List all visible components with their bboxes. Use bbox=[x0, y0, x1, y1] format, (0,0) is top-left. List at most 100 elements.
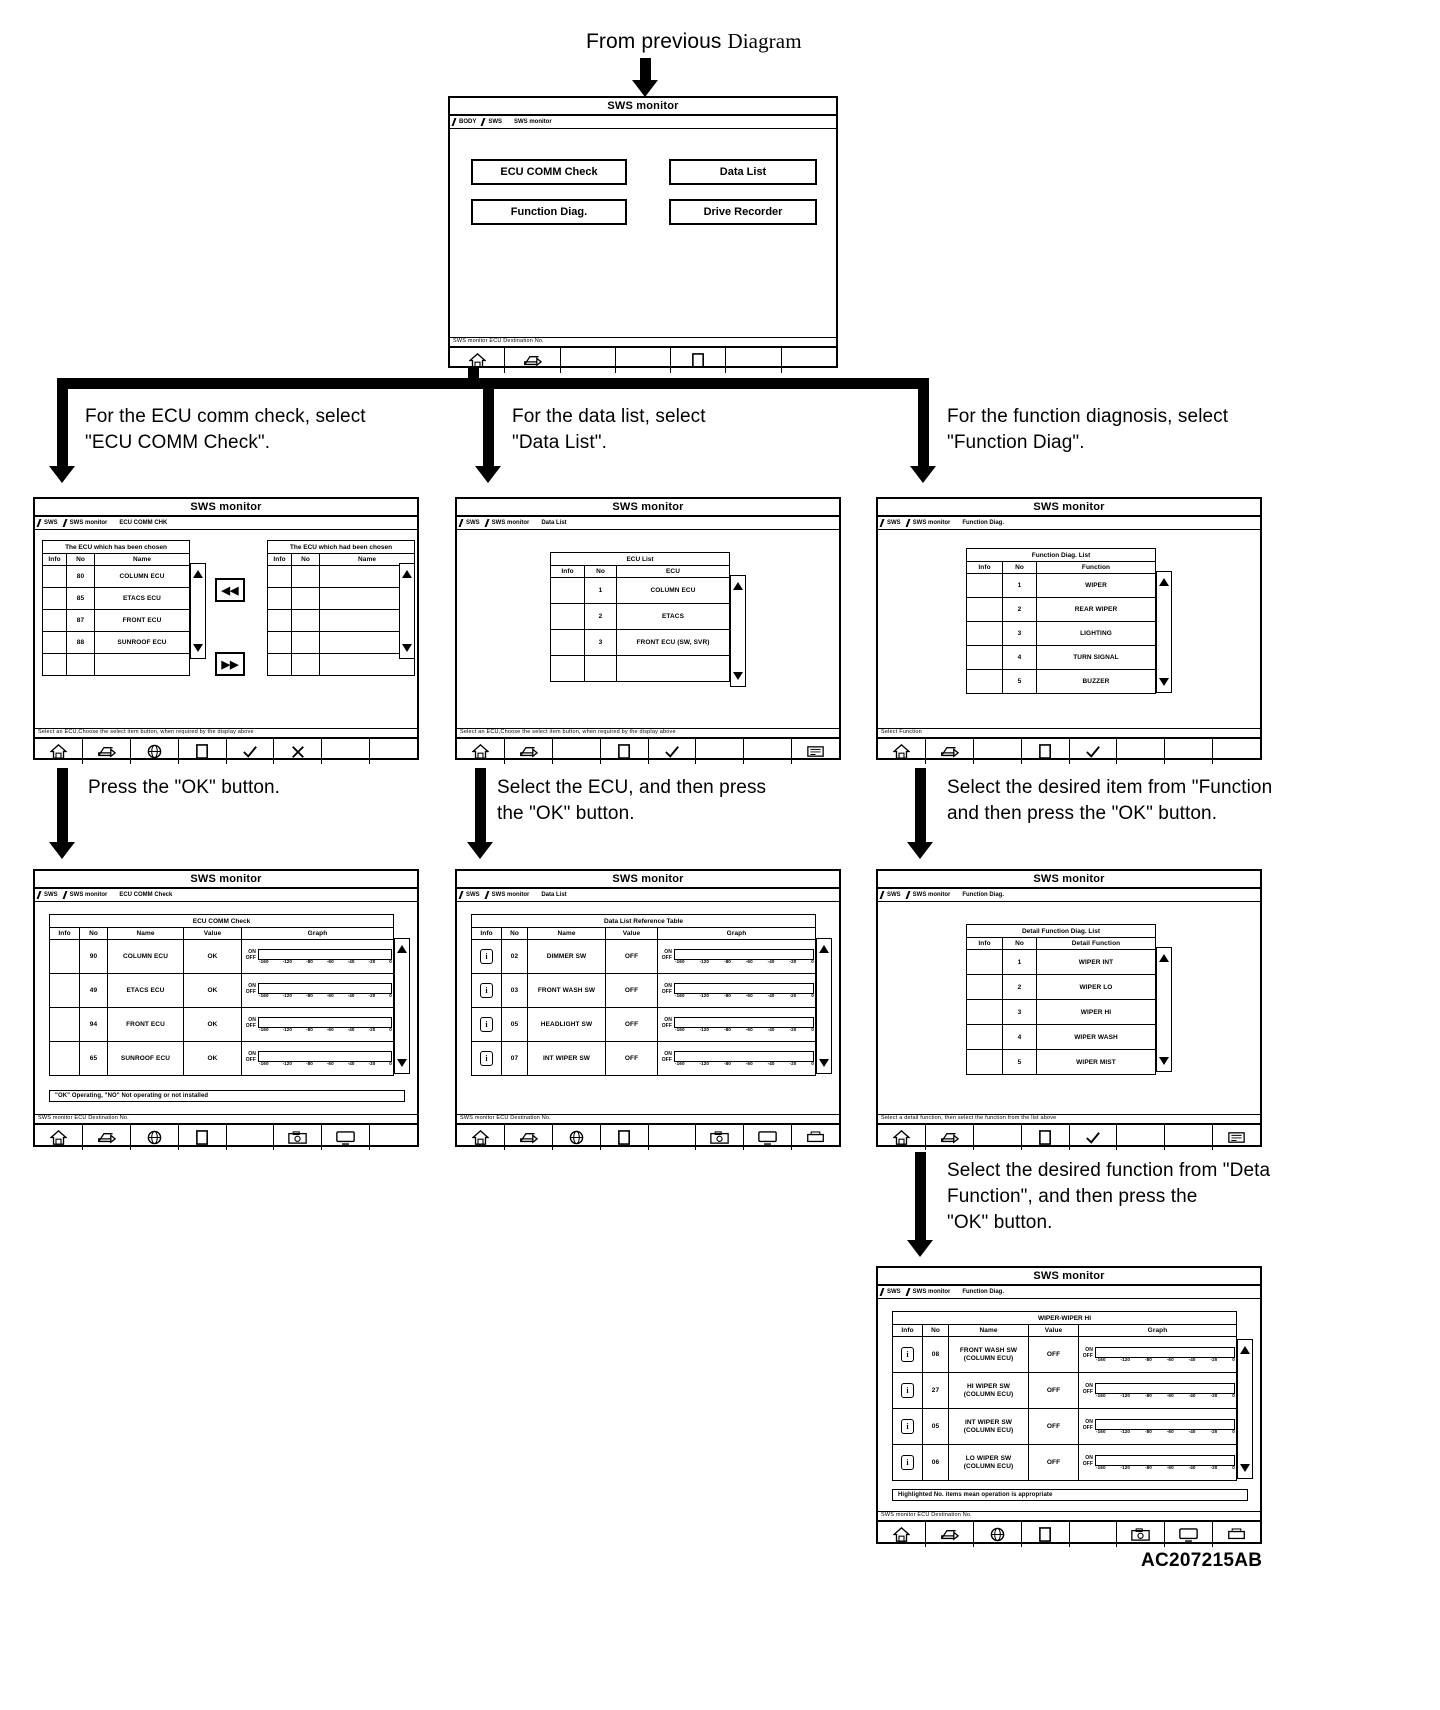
toolbar-back-button[interactable] bbox=[83, 1125, 131, 1150]
info-icon[interactable]: i bbox=[901, 1419, 914, 1434]
toolbar-slot-3[interactable] bbox=[553, 739, 601, 764]
table-row[interactable]: i 06 LO WIPER SW (COLUMN ECU) OFF ON OFF bbox=[892, 1444, 1237, 1481]
toolbar-ok-button[interactable] bbox=[1070, 739, 1118, 764]
scroll-down-icon[interactable] bbox=[402, 644, 412, 652]
toolbar-camera-button[interactable] bbox=[1117, 1522, 1166, 1547]
toolbar-home-button[interactable] bbox=[35, 739, 83, 764]
scroll-up-icon[interactable] bbox=[1240, 1346, 1250, 1354]
breadcrumb-item-2[interactable]: Function Diag. bbox=[962, 1289, 1005, 1295]
info-icon[interactable]: i bbox=[901, 1383, 914, 1398]
table-row[interactable]: 2 WIPER LO bbox=[966, 974, 1156, 1000]
toolbar-back-button[interactable] bbox=[926, 739, 974, 764]
toolbar-globe-button[interactable] bbox=[553, 1125, 601, 1150]
toolbar-home-button[interactable] bbox=[878, 1125, 926, 1150]
table-row[interactable]: 1 WIPER INT bbox=[966, 949, 1156, 975]
scroll-down-icon[interactable] bbox=[193, 644, 203, 652]
table-row[interactable]: 5 WIPER MIST bbox=[966, 1049, 1156, 1075]
toolbar-page-button[interactable] bbox=[601, 1125, 649, 1150]
toolbar-slot-4[interactable] bbox=[616, 348, 672, 373]
table-row[interactable] bbox=[42, 653, 190, 676]
toolbar-slot-5[interactable] bbox=[1070, 1522, 1118, 1547]
breadcrumb-item-0[interactable]: SWS bbox=[461, 892, 487, 898]
breadcrumb-item-1[interactable]: SWS monitor bbox=[65, 892, 115, 898]
table-row[interactable]: 94 FRONT ECU OK ON OFF -160 -120 bbox=[49, 1007, 394, 1042]
breadcrumb-item-2[interactable]: SWS monitor bbox=[514, 119, 552, 125]
info-icon[interactable]: i bbox=[901, 1347, 914, 1362]
toolbar-cancel-button[interactable] bbox=[274, 739, 323, 764]
toolbar-camera-button[interactable] bbox=[274, 1125, 323, 1150]
toolbar-page-button[interactable] bbox=[1022, 739, 1070, 764]
breadcrumb-item-2[interactable]: Data List bbox=[541, 892, 567, 898]
toolbar-slot-7[interactable] bbox=[1165, 1125, 1214, 1150]
scroll-up-icon[interactable] bbox=[193, 570, 203, 578]
toolbar-back-button[interactable] bbox=[83, 739, 131, 764]
toolbar-print-button[interactable] bbox=[792, 1125, 839, 1150]
toolbar-monitor-button[interactable] bbox=[322, 1125, 371, 1150]
table-row[interactable]: 3 WIPER HI bbox=[966, 999, 1156, 1025]
table-row[interactable]: 3 LIGHTING bbox=[966, 621, 1156, 646]
table-row[interactable]: 4 WIPER WASH bbox=[966, 1024, 1156, 1050]
breadcrumb-item-2[interactable]: ECU COMM Check bbox=[119, 892, 173, 898]
cell-info[interactable]: i bbox=[471, 1041, 502, 1076]
breadcrumb-item-1[interactable]: SWS monitor bbox=[908, 520, 958, 526]
toolbar-home-button[interactable] bbox=[878, 1522, 926, 1547]
button-transfer-right[interactable]: ▶▶ bbox=[215, 652, 245, 676]
scroll-up-icon[interactable] bbox=[733, 582, 743, 590]
table-row[interactable]: 1 WIPER bbox=[966, 573, 1156, 598]
breadcrumb-item-0[interactable]: SWS bbox=[39, 892, 65, 898]
breadcrumb-item-2[interactable]: ECU COMM CHK bbox=[119, 520, 168, 526]
table-row[interactable]: i 27 HI WIPER SW (COLUMN ECU) OFF ON OFF bbox=[892, 1372, 1237, 1409]
cell-info[interactable]: i bbox=[471, 1007, 502, 1042]
table-row[interactable]: 87 FRONT ECU bbox=[42, 609, 190, 632]
table-row[interactable] bbox=[267, 631, 415, 654]
table-row[interactable]: i 05 HEADLIGHT SW OFF ON OFF bbox=[471, 1007, 816, 1042]
breadcrumb-item-0[interactable]: SWS bbox=[461, 520, 487, 526]
toolbar-globe-button[interactable] bbox=[131, 739, 179, 764]
toolbar-slot-7[interactable] bbox=[782, 348, 836, 373]
toolbar-record-button[interactable] bbox=[792, 739, 839, 764]
table-row[interactable]: i 02 DIMMER SW OFF ON OFF - bbox=[471, 939, 816, 974]
table-row[interactable]: 5 BUZZER bbox=[966, 669, 1156, 694]
toolbar-home-button[interactable] bbox=[878, 739, 926, 764]
toolbar-slot-6[interactable] bbox=[1117, 1125, 1166, 1150]
table-row[interactable] bbox=[267, 565, 415, 588]
breadcrumb-item-0[interactable]: SWS bbox=[882, 1289, 908, 1295]
scroll-down-icon[interactable] bbox=[1159, 1057, 1169, 1065]
toolbar-home-button[interactable] bbox=[450, 348, 506, 373]
toolbar-ok-button[interactable] bbox=[649, 739, 697, 764]
toolbar-slot-3[interactable] bbox=[974, 739, 1022, 764]
toolbar-monitor-button[interactable] bbox=[1165, 1522, 1214, 1547]
toolbar-globe-button[interactable] bbox=[974, 1522, 1022, 1547]
breadcrumb-item-2[interactable]: Data List bbox=[541, 520, 567, 526]
toolbar-back-button[interactable] bbox=[505, 1125, 553, 1150]
toolbar-back-button[interactable] bbox=[505, 739, 553, 764]
toolbar-slot-8[interactable] bbox=[1213, 739, 1260, 764]
toolbar-slot-7[interactable] bbox=[744, 739, 793, 764]
table-row[interactable]: 80 COLUMN ECU bbox=[42, 565, 190, 588]
table-scrollbar[interactable] bbox=[1156, 947, 1172, 1072]
table-scrollbar[interactable] bbox=[730, 575, 746, 687]
breadcrumb-item-1[interactable]: SWS monitor bbox=[487, 892, 537, 898]
toolbar-slot-7[interactable] bbox=[1165, 739, 1214, 764]
table-row[interactable]: i 05 INT WIPER SW (COLUMN ECU) OFF ON OF… bbox=[892, 1408, 1237, 1445]
table-row[interactable]: i 08 FRONT WASH SW (COLUMN ECU) OFF ON O… bbox=[892, 1336, 1237, 1373]
table-row[interactable]: i 03 FRONT WASH SW OFF ON OFF bbox=[471, 973, 816, 1008]
toolbar-record-button[interactable] bbox=[1213, 1125, 1260, 1150]
scroll-up-icon[interactable] bbox=[1159, 578, 1169, 586]
table-scrollbar[interactable] bbox=[1156, 571, 1172, 693]
info-icon[interactable]: i bbox=[901, 1455, 914, 1470]
table-row[interactable]: 88 SUNROOF ECU bbox=[42, 631, 190, 654]
table-row[interactable]: 49 ETACS ECU OK ON OFF -160 -120 bbox=[49, 973, 394, 1008]
toolbar-home-button[interactable] bbox=[457, 1125, 505, 1150]
table-row[interactable] bbox=[267, 653, 415, 676]
scroll-down-icon[interactable] bbox=[733, 672, 743, 680]
toolbar-page-button[interactable] bbox=[601, 739, 649, 764]
table-row[interactable]: 2 ETACS bbox=[550, 603, 730, 630]
cell-info[interactable]: i bbox=[471, 939, 502, 974]
left-table-scrollbar[interactable] bbox=[190, 563, 206, 659]
info-icon[interactable]: i bbox=[480, 1051, 493, 1066]
scroll-up-icon[interactable] bbox=[402, 570, 412, 578]
toolbar-slot-6[interactable] bbox=[1117, 739, 1166, 764]
toolbar-page-button[interactable] bbox=[1022, 1522, 1070, 1547]
toolbar-globe-button[interactable] bbox=[131, 1125, 179, 1150]
